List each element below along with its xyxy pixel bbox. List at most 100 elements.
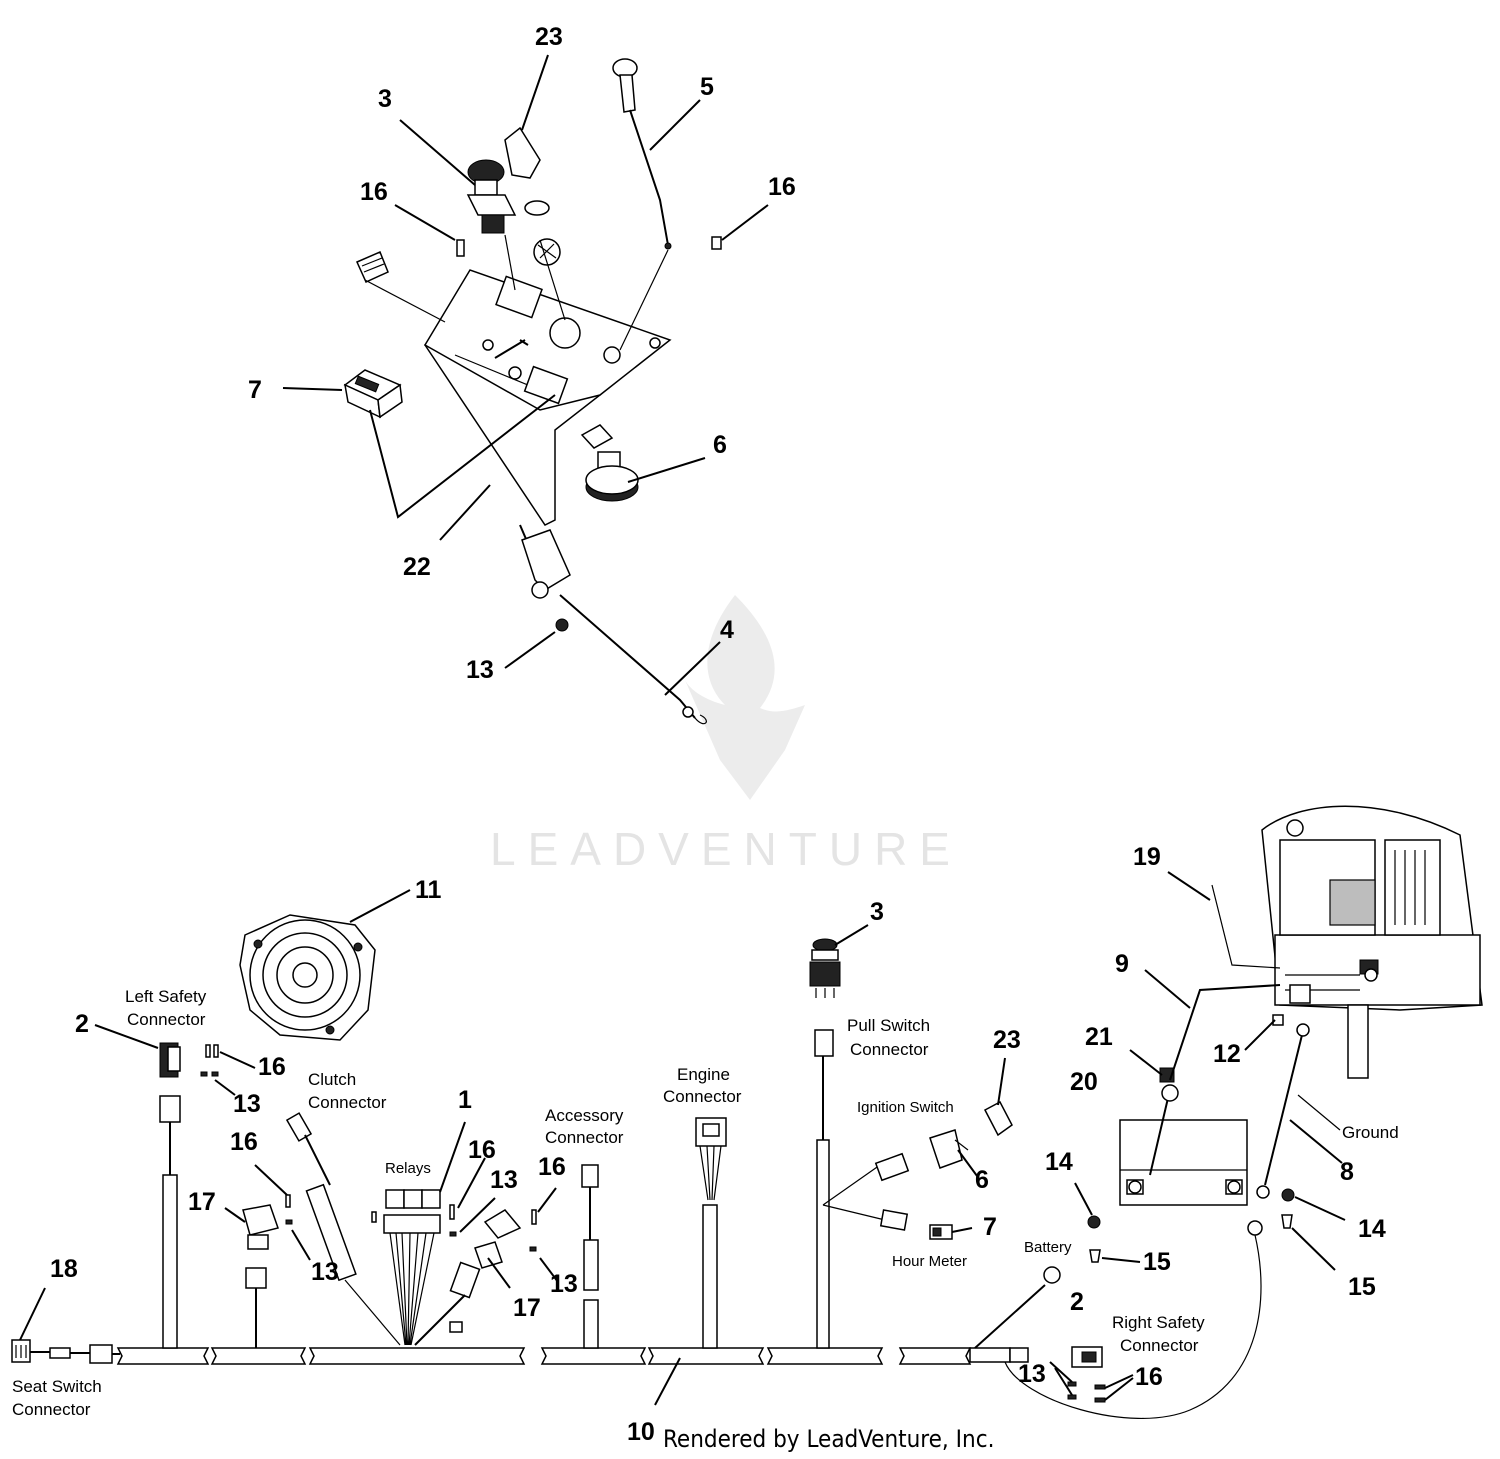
battery [1119,1119,1248,1206]
accessory-connector-branch [581,1164,599,1349]
callout-16-relays: 16 [468,1136,496,1164]
callout-8-ground: 8 [1340,1158,1354,1186]
callout-numbers: 23 3 5 16 16 7 6 22 4 13 11 3 19 9 2 16 … [50,23,1386,1446]
relays [371,1189,457,1346]
harness-trunk-seg2 [210,1347,307,1365]
label-left-safety-1: Left Safety [125,987,207,1006]
callout-22-panel: 22 [403,553,431,581]
callout-10-harness: 10 [627,1418,655,1446]
ground-strap [1264,1034,1303,1186]
choke-hole [603,346,621,364]
right-harness-branch [969,1220,1263,1419]
callout-12-bolt: 12 [1213,1040,1241,1068]
callout-15-ground-bolt: 15 [1348,1273,1376,1301]
dash-panel-assembly [282,54,769,725]
pto-opening [495,275,543,319]
callout-15-battery-bolt: 15 [1143,1248,1171,1276]
callout-16-accessory: 16 [538,1153,566,1181]
starter-cable [1169,984,1281,1081]
callout-5-choke: 5 [700,73,714,101]
callout-16-left-safety: 16 [258,1053,286,1081]
harness-trunk-seg1 [116,1347,210,1365]
diode-middle [414,1209,537,1346]
positive-cable [1149,1097,1169,1176]
callout-4-throttle-cable: 4 [720,616,734,644]
key-opening [549,317,581,349]
callout-16-right-safety: 16 [1135,1363,1163,1391]
callout-16-diode-left: 16 [230,1128,258,1156]
throttle-linkage [519,524,707,725]
callout-19-fuel-line: 19 [1133,843,1161,871]
callout-17-diode-left: 17 [188,1188,216,1216]
label-engine-1: Engine [677,1065,730,1084]
callout-9-starter-cable: 9 [1115,950,1129,978]
harness-trunk-seg4 [540,1347,647,1365]
harness-trunk-seg7 [898,1347,972,1365]
callout-20-battery: 20 [1070,1068,1098,1096]
label-clutch-2: Connector [308,1093,387,1112]
label-seat-switch-2: Connector [12,1400,91,1419]
callout-6-ignition: 6 [713,431,727,459]
ignition-key [504,126,561,266]
clutch-connector-branch [285,1112,401,1346]
callout-13-diode-left: 13 [311,1258,339,1286]
harness-trunk-seg3 [308,1347,526,1365]
label-right-safety-1: Right Safety [1112,1313,1205,1332]
render-credit: Rendered by LeadVenture, Inc. [663,1425,994,1453]
pull-switch-connector-branch [809,938,910,1349]
callout-13-left-safety: 13 [233,1090,261,1118]
screw-top-left [456,239,465,257]
label-accessory-1: Accessory [545,1106,624,1125]
label-engine-2: Connector [663,1087,742,1106]
callout-14-ground-nut: 14 [1358,1215,1386,1243]
callout-6-ignition-switch: 6 [975,1166,989,1194]
screw-hole-right [649,337,661,349]
engine [1261,805,1483,1079]
hour-meter-top [343,369,403,419]
callout-13-relays: 13 [490,1166,518,1194]
callout-18-seat-switch: 18 [50,1255,78,1283]
harness-trunk-seg6 [766,1347,884,1365]
label-accessory-2: Connector [545,1128,624,1147]
label-pull-switch-2: Connector [850,1040,929,1059]
text-labels: Left Safety Connector Clutch Connector R… [12,987,1399,1453]
ignition-switch-top [580,424,639,502]
callout-13-right-safety: 13 [1018,1360,1046,1388]
label-right-safety-2: Connector [1120,1336,1199,1355]
meter-opening [523,365,569,405]
diode-left [242,1194,293,1348]
pto-clutch [239,914,376,1041]
watermark-flame-logo [685,595,805,800]
callout-7-hour-meter-bottom: 7 [983,1213,997,1241]
seat-switch-connector [11,1339,120,1364]
label-left-safety-2: Connector [127,1010,206,1029]
callout-21-cable-end: 21 [1085,1023,1113,1051]
callout-23-key: 23 [535,23,563,51]
wiring-harness [11,805,1483,1419]
screw-hole-left [482,339,494,351]
callout-13-accessory: 13 [550,1270,578,1298]
watermark-brand: LEADVENTURE [490,823,962,875]
label-seat-switch-1: Seat Switch [12,1377,102,1396]
callout-23-ignition-key: 23 [993,1026,1021,1054]
ignition-bottom [929,1100,1013,1240]
harness-trunk-seg5 [647,1347,765,1365]
callout-3-pto-switch: 3 [378,85,392,113]
label-battery: Battery [1024,1239,1072,1256]
callout-16-screw-right: 16 [768,173,796,201]
choke-cable [612,58,672,250]
callout-16-screw-left: 16 [360,178,388,206]
callout-11-clutch: 11 [415,876,442,904]
label-ground: Ground [1342,1123,1399,1142]
dash-panel-top-plate [423,269,672,411]
callout-17-diode-middle: 17 [513,1294,541,1322]
label-clutch-1: Clutch [308,1070,356,1089]
fuel-line [1211,884,1281,969]
engine-connector-branch [695,1117,727,1349]
callout-1-relays: 1 [458,1086,472,1114]
screw-top-right [711,236,722,250]
callout-2-right-safety: 2 [1070,1288,1084,1316]
label-ignition-switch: Ignition Switch [857,1099,954,1116]
label-hour-meter: Hour Meter [892,1253,967,1270]
